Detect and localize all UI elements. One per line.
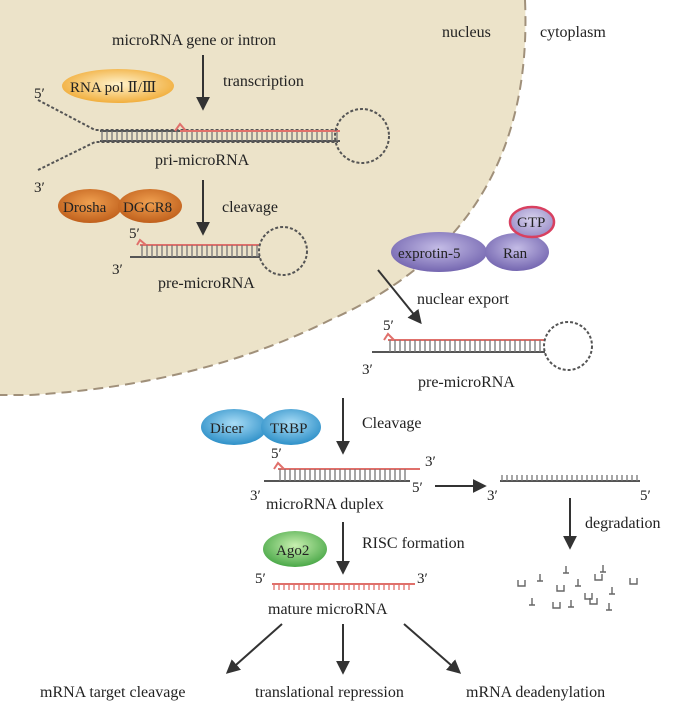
ago2-protein <box>263 531 327 567</box>
duplex-5prime-bottom: 5′ <box>412 480 423 496</box>
pri-microrna-structure <box>37 99 390 171</box>
pre2-5prime: 5′ <box>383 318 394 334</box>
pri-microrna-label: pri-microRNA <box>155 152 250 169</box>
cleavage-label: cleavage <box>222 199 278 216</box>
microrna-duplex-structure <box>264 461 420 482</box>
duplex-3prime-top: 3′ <box>425 454 436 470</box>
ago2-label: Ago2 <box>276 543 309 559</box>
passenger-3prime: 3′ <box>487 488 498 504</box>
pri-3prime: 3′ <box>34 180 45 196</box>
mature-3prime: 3′ <box>417 571 428 587</box>
nuclear-export-label: nuclear export <box>417 291 510 308</box>
nuclear-export-arrow <box>377 269 422 325</box>
ran-protein <box>485 233 549 271</box>
pre1-microrna-label: pre-microRNA <box>158 275 255 292</box>
exportin-label: exprotin-5 <box>398 246 460 262</box>
mature-microrna-strand <box>272 583 415 590</box>
outcome-cleavage-arrow <box>225 623 283 674</box>
exportin-protein <box>391 232 487 272</box>
drosha-label: Drosha <box>63 200 107 216</box>
pre2-3prime: 3′ <box>362 362 373 378</box>
pre1-5prime: 5′ <box>129 226 140 242</box>
pre1-3prime: 3′ <box>112 262 123 278</box>
gene-label: microRNA gene or intron <box>112 32 276 49</box>
risc-formation-label: RISC formation <box>362 535 465 552</box>
rna-pol-label: RNA pol Ⅱ/Ⅲ <box>70 80 156 96</box>
dicer-cleavage-label: Cleavage <box>362 415 422 432</box>
passenger-strand <box>500 475 640 482</box>
duplex-5prime-top: 5′ <box>271 446 282 462</box>
nuclear-envelope <box>0 0 527 396</box>
dgcr8-protein <box>118 189 182 223</box>
gtp-molecule <box>508 205 556 239</box>
trbp-label: TRBP <box>270 421 308 437</box>
duplex-label: microRNA duplex <box>266 496 384 513</box>
degradation-label: degradation <box>585 515 661 532</box>
mature-5prime: 5′ <box>255 571 266 587</box>
pre2-microrna-label: pre-microRNA <box>418 374 515 391</box>
rna-pol-protein <box>62 69 174 103</box>
outcome-cleavage-label: mRNA target cleavage <box>40 684 185 701</box>
trbp-protein <box>261 409 321 445</box>
pre-microrna-cytoplasmic-structure <box>372 321 593 371</box>
nucleus-label: nucleus <box>442 24 491 41</box>
outcome-repression-label: translational repression <box>255 684 404 701</box>
gtp-label: GTP <box>517 215 545 231</box>
passenger-5prime: 5′ <box>640 488 651 504</box>
cytoplasm-label: cytoplasm <box>540 24 606 41</box>
degraded-fragments <box>517 565 638 611</box>
ran-label: Ran <box>503 246 528 262</box>
mature-microrna-label: mature microRNA <box>268 601 388 618</box>
dicer-protein <box>201 409 267 445</box>
pre-microrna-nuclear-structure <box>130 226 308 276</box>
transcription-label: transcription <box>223 73 304 90</box>
pri-5prime: 5′ <box>34 86 45 102</box>
outcome-deadenylation-arrow <box>403 623 462 674</box>
outcome-deadenylation-label: mRNA deadenylation <box>466 684 605 701</box>
dicer-label: Dicer <box>210 421 243 437</box>
drosha-protein <box>58 189 122 223</box>
duplex-3prime-bottom: 3′ <box>250 488 261 504</box>
dgcr8-label: DGCR8 <box>123 200 172 216</box>
